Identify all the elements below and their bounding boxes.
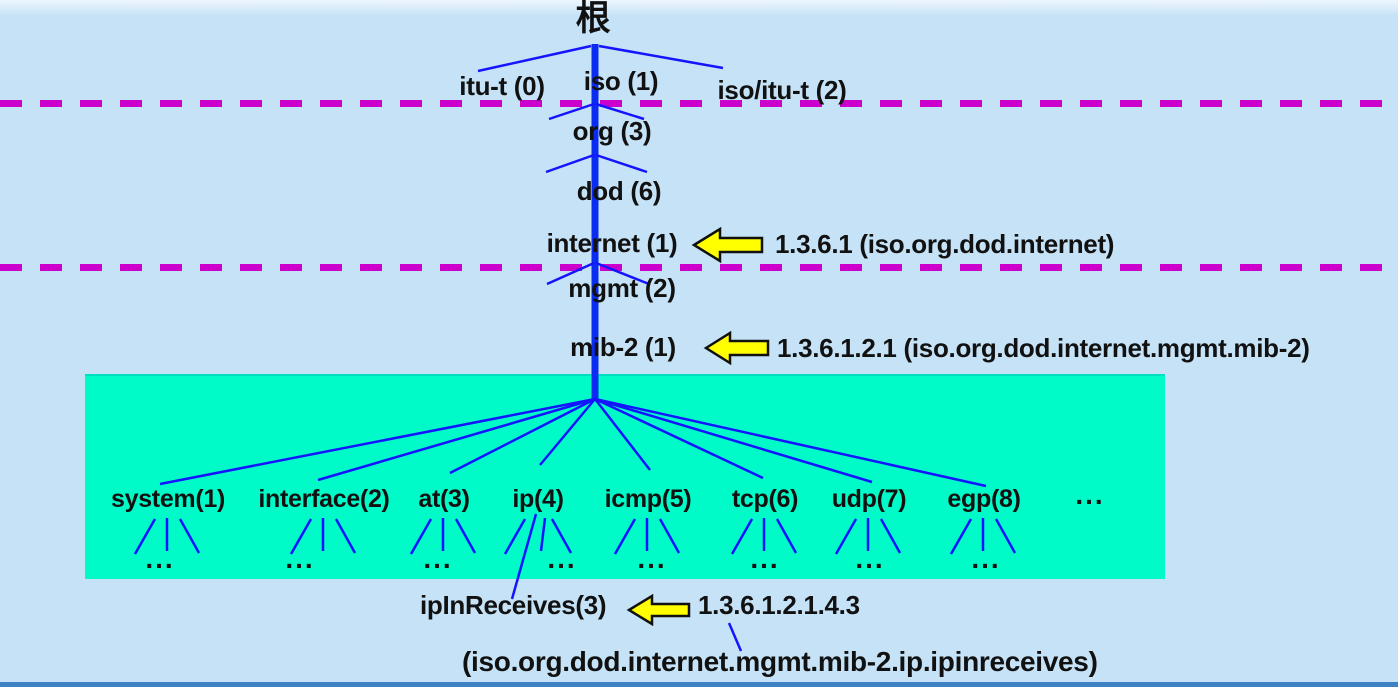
node-itu-t: itu-t (0)	[459, 71, 545, 101]
left-arrow-icon	[626, 593, 691, 627]
node-tcp: tcp(6)	[731, 485, 799, 513]
node-iso-itu-t: iso/itu-t (2)	[717, 75, 847, 105]
ellipsis: ...	[145, 543, 175, 574]
dashed-divider-middle	[0, 264, 1398, 271]
leaf-full-path: (iso.org.dod.internet.mgmt.mib-2.ip.ipin…	[462, 646, 1098, 677]
node-mib-2: mib-2 (1)	[570, 332, 676, 362]
node-interface: interface(2)	[258, 485, 390, 513]
left-arrow-icon	[691, 226, 764, 264]
callout-mib2-oid: 1.3.6.1.2.1 (iso.org.dod.internet.mgmt.m…	[777, 333, 1310, 363]
mib2-fan-lines	[159, 397, 987, 488]
ellipsis: ...	[855, 543, 885, 574]
oid-connector-line	[727, 622, 743, 652]
node-ipinreceives: ipInReceives(3)	[420, 590, 607, 620]
bottom-border-bar	[0, 682, 1398, 687]
left-arrow-icon	[703, 330, 770, 366]
ellipsis: ...	[423, 543, 453, 574]
ellipsis: ...	[971, 543, 1001, 574]
node-mgmt: mgmt (2)	[568, 273, 676, 303]
node-internet: internet (1)	[546, 228, 678, 258]
ellipsis: ...	[547, 543, 577, 574]
ellipsis: ...	[750, 543, 780, 574]
chevron-lines	[545, 102, 650, 286]
node-dod: dod (6)	[576, 176, 662, 206]
node-org: org (3)	[572, 116, 652, 146]
node-udp: udp(7)	[831, 485, 907, 513]
ellipsis: ...	[285, 543, 315, 574]
node-iso: iso (1)	[583, 66, 659, 96]
more-children-ellipsis: ...	[1075, 479, 1105, 510]
node-egp: egp(8)	[947, 485, 1021, 513]
ellipsis: ...	[637, 543, 667, 574]
node-ip: ip(4)	[512, 485, 564, 513]
child-fan-lines	[133, 517, 1017, 555]
dashed-divider-top	[0, 100, 1398, 107]
node-system: system(1)	[110, 485, 226, 513]
node-icmp: icmp(5)	[604, 485, 692, 513]
root-branch-lines	[477, 44, 724, 73]
ip-leaf-line	[510, 513, 538, 600]
callout-internet-oid: 1.3.6.1 (iso.org.dod.internet)	[775, 229, 1115, 259]
callout-leaf-oid: 1.3.6.1.2.1.4.3	[698, 590, 860, 620]
node-at: at(3)	[418, 485, 470, 513]
node-root: 根	[575, 0, 611, 38]
